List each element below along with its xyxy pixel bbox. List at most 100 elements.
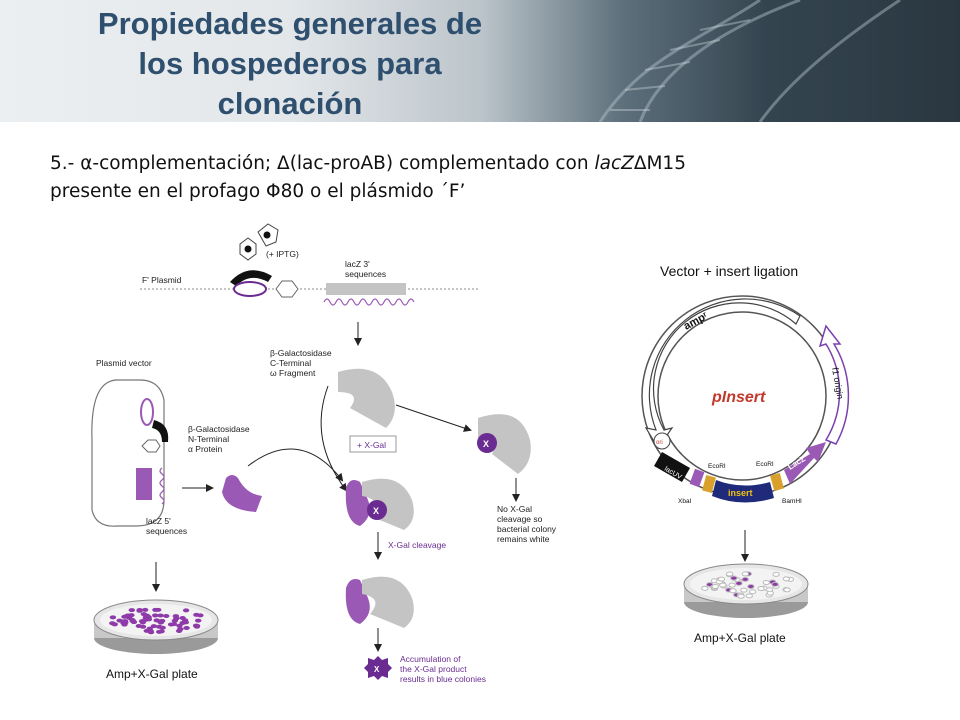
bacterial-colony [711,584,720,590]
lacz5-label: lacZ 5' sequences [146,516,187,536]
bacterial-colony [177,627,184,632]
dna-helix-decoration [598,0,901,122]
xgal-box [349,435,397,453]
plasmid-vector-outline [91,379,165,527]
bacterial-colony [139,620,147,625]
bacterial-colony [109,621,116,626]
f1-origin-arrow [818,324,850,445]
bacterial-colony [741,576,749,582]
bacterial-colony [783,587,791,593]
n-terminal-label: β-Galactosidase N-Terminal α Protein [188,424,252,454]
header-banner: Propiedades generales de los hospederos … [0,0,960,122]
slide-title-line: clonación [217,86,363,121]
operator-hexagon [275,280,299,298]
vector-title: Vector + insert ligation [660,263,798,279]
bacterial-colony [147,630,155,635]
ori-circle [653,432,671,450]
bacterial-colony [152,613,159,618]
bacterial-colony [728,582,736,588]
bacterial-colony [136,608,143,613]
f-plasmid-label: F' Plasmid [142,275,182,285]
bacterial-colony [740,587,748,593]
plasmid-name: pInsert [711,389,766,406]
bacterial-colony [782,576,791,582]
bacterial-colony [735,580,743,586]
c-terminal-label: β-Galactosidase C-Terminal ω Fragment [270,348,334,378]
bacterial-colony [150,624,158,629]
bacterial-colony [158,618,166,623]
bacterial-colony [193,624,201,629]
xgal-molecule [367,500,387,520]
bacterial-colony [141,607,149,612]
plasmid-vector-label: Plasmid vector [96,358,152,368]
ampr-arrow [644,298,801,450]
plasmid-ring-inner [657,311,827,481]
bacterial-colony [129,619,136,624]
lacuv-block [654,452,690,482]
xbai-site-block [689,468,705,488]
xgal-letter: X [373,506,379,516]
bacterial-colony [140,612,148,617]
lacz3-mrna [323,298,415,306]
body-text: 5.- α-complementación; Δ(lac-proAB) comp… [50,153,595,174]
vector-operator [141,439,161,453]
bacterial-colony [701,585,709,591]
repressor-shape [230,270,272,286]
cleavage-label: X-Gal cleavage [388,540,446,550]
lacz5-mrna [159,467,165,505]
bacterial-colony [730,575,738,581]
no-cleavage-label: No X-Gal cleavage so bacterial colony re… [497,504,558,544]
arrow-curved [247,448,344,482]
lacz-arrow [784,442,826,484]
bacterial-colony [109,615,117,620]
omega-fragment [338,368,395,428]
bacterial-colony [772,571,780,577]
bacterial-colony [771,581,779,587]
bacterial-colony [146,626,153,631]
bacterial-colony [725,571,734,577]
bacterial-colony [157,613,164,618]
left-plate-label: Amp+X-Gal plate [106,667,198,681]
cleaved-omega [362,576,414,628]
bacterial-colony [152,607,159,612]
bacterial-colony [167,622,175,627]
ori-label: ori [656,440,663,446]
xgal-letter: X [374,665,380,674]
iptg-molecules [239,223,279,261]
body-line-1: 5.- α-complementación; Δ(lac-proAB) comp… [50,150,910,178]
bacterial-colony [719,582,727,588]
ecori-site-block-1 [702,474,716,494]
iptg-label: (+ IPTG) [266,249,299,259]
bacterial-colony [757,585,765,591]
bacterial-colony [163,613,170,618]
bacterial-colony [176,623,183,628]
bacterial-colony [172,614,180,619]
bacterial-colony [741,571,750,577]
petri-plate-white [683,563,809,618]
body-text: ΔM15 [633,153,686,174]
bacterial-colony [183,625,190,630]
slide-title: Propiedades generales de los hospederos … [40,4,540,122]
xgal-molecule [477,433,497,453]
xgal-letter: X [483,439,489,449]
lacz5-gene-block [136,468,152,500]
bacterial-colony [766,590,775,596]
bacterial-colony [158,629,165,634]
insert-label: insert [728,488,753,498]
bacterial-colony [748,589,757,595]
vector-repressor [152,420,169,442]
alpha-protein [222,475,262,512]
slide-title-line: Propiedades generales de [97,6,483,41]
ecori-label-2: EcoRI [756,461,774,468]
bacterial-colony [745,593,753,599]
bacterial-colony [762,579,771,585]
bacterial-colony [193,612,200,617]
insert-block [712,480,774,503]
bacterial-colony [153,618,160,623]
lacz3-label: lacZ 3' sequences [345,259,386,279]
arrow-curved [320,385,348,492]
bacterial-colony [128,608,135,613]
promoter-ellipse [233,281,267,297]
xgal-product-burst [364,656,392,680]
bacterial-colony [121,619,129,624]
